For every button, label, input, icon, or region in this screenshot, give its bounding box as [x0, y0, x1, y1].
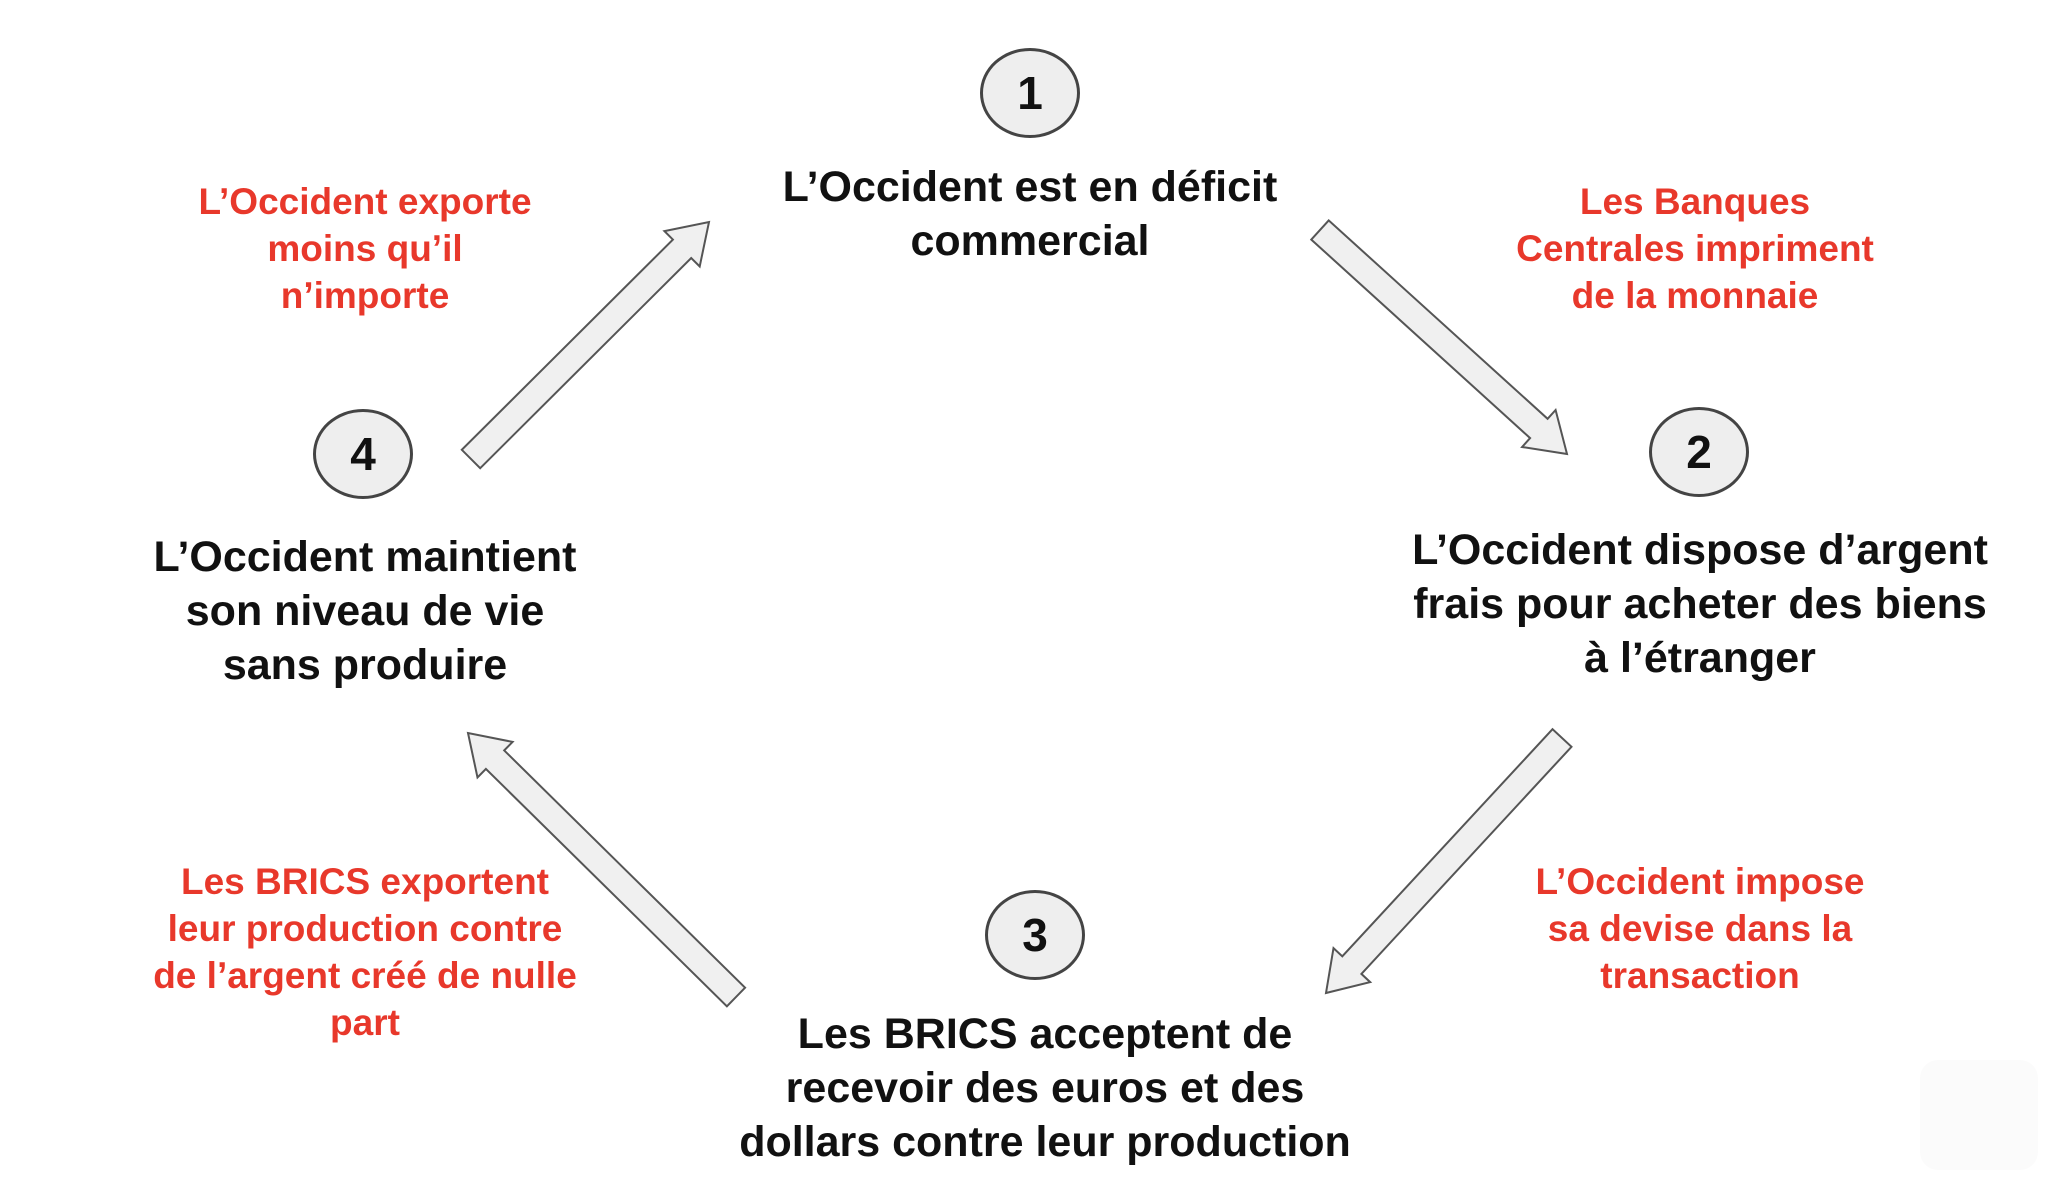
edge-2-to-3-label: L’Occident impose sa devise dans la tran… [1535, 861, 1865, 996]
arrow-shape [1309, 218, 1569, 456]
arrow-2-to-3 [1324, 727, 1573, 995]
step-1-number-badge: 1 [980, 48, 1080, 138]
edge-4-to-1-label: L’Occident exporte moins qu’il n’importe [198, 181, 532, 316]
edge-3-to-4-label: Les BRICS exportent leur production cont… [153, 861, 577, 1043]
arrow-4-to-1 [460, 220, 711, 470]
arrow-1-to-2 [1309, 218, 1569, 456]
step-1-text: L’Occident est en déficit commercial [782, 163, 1278, 265]
step-4-number: 4 [350, 428, 376, 480]
arrow-shape [1324, 727, 1573, 995]
step-2-number-badge: 2 [1649, 407, 1749, 497]
step-2-number: 2 [1686, 426, 1712, 478]
arrow-shape [466, 731, 747, 1008]
edge-1-to-2-label: Les Banques Centrales impriment de la mo… [1516, 181, 1874, 316]
step-2-text: L’Occident dispose d’argent frais pour a… [1412, 526, 1988, 682]
step-3-number: 3 [1022, 909, 1048, 961]
step-4-number-badge: 4 [313, 409, 413, 499]
step-1-number: 1 [1017, 67, 1043, 119]
step-3-text: Les BRICS acceptent de recevoir des euro… [739, 1010, 1351, 1166]
step-3-number-badge: 3 [985, 890, 1085, 980]
arrow-shape [460, 220, 711, 470]
step-4-text: L’Occident maintient son niveau de vie s… [153, 533, 577, 689]
arrow-3-to-4 [466, 731, 747, 1008]
corner-overlay [1920, 1060, 2038, 1170]
